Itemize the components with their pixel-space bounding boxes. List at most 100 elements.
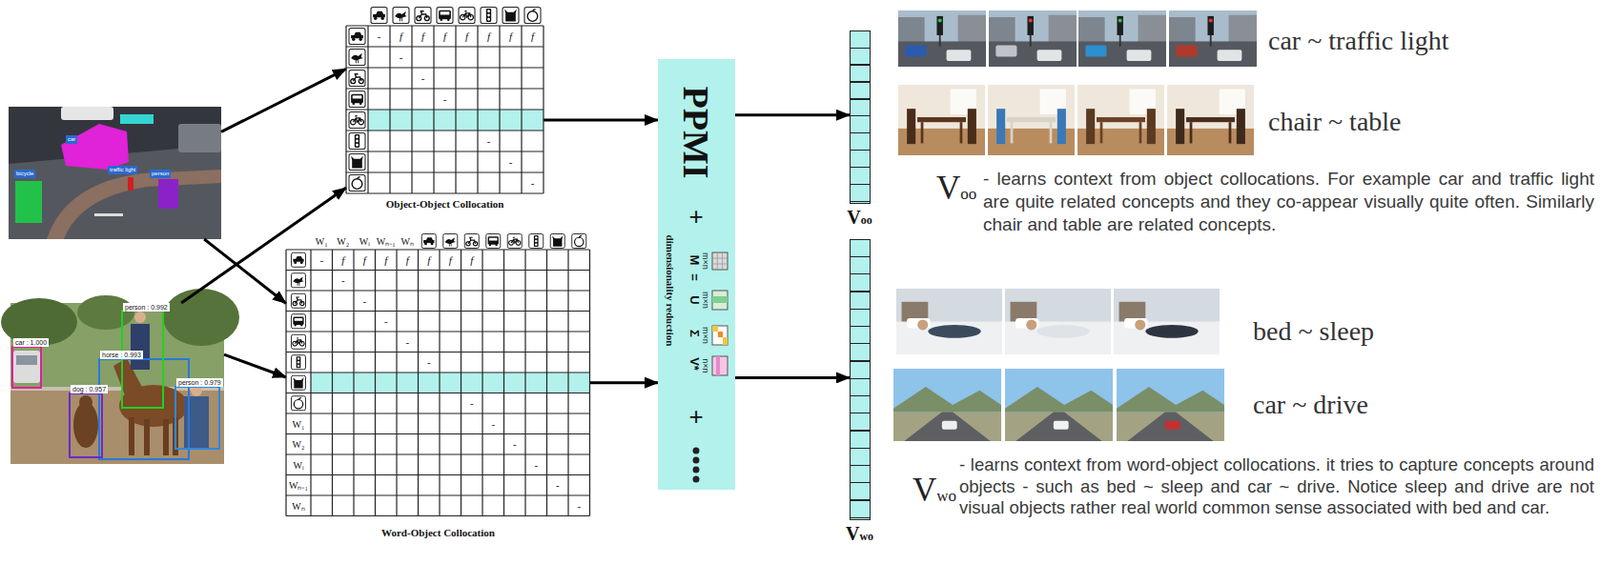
icon-frame (550, 234, 565, 249)
example-caption: chair ~ table (1268, 106, 1402, 138)
icon-glyph (300, 261, 304, 265)
icon-glyph (352, 95, 363, 99)
icon-frame (291, 293, 307, 308)
icon-frame (291, 273, 307, 288)
object-icon (291, 273, 307, 288)
grid-line (721, 252, 723, 270)
icon-glyph (574, 237, 584, 247)
grid-line (520, 25, 522, 194)
photo-shape (1236, 108, 1246, 144)
photo-shape (1010, 122, 1014, 144)
formula-symbol: Σ (687, 329, 702, 338)
matrix-cell: - (384, 315, 389, 328)
matrix-cell: f (470, 254, 473, 267)
detection-photo: person : 0.992car : 1.000horse : 0.993do… (10, 303, 225, 465)
grid-line (346, 129, 544, 131)
object-icon (486, 234, 501, 249)
icon-frame (436, 7, 453, 24)
photo-shape (1134, 319, 1146, 330)
photo-shape (73, 402, 99, 449)
photo-shape (917, 319, 928, 330)
photo-shape (898, 41, 986, 67)
embedding-vector: Vwo (849, 239, 871, 521)
photo-shape (1169, 41, 1257, 67)
word-label: Wₙ₋₁ (376, 234, 396, 248)
object-icon (348, 91, 366, 108)
grid-line (542, 25, 544, 194)
segmentation-photo: cartraffic lightpersonbicycle (8, 106, 222, 240)
grid-line (286, 330, 591, 332)
matrix-cell: - (491, 418, 495, 431)
matrix-cell: f (509, 30, 513, 42)
photo-shape (1057, 108, 1067, 144)
photo-shape (893, 387, 1002, 413)
photo-shape (1005, 387, 1113, 413)
object-icon (291, 252, 307, 267)
icon-frame (348, 70, 366, 87)
photo-shape (1145, 325, 1199, 339)
photo-shape (1175, 108, 1185, 144)
matrix-cell: - (512, 438, 517, 451)
grid-line (498, 25, 500, 194)
icon-glyph (440, 19, 444, 22)
matrix-cell: - (533, 459, 538, 472)
icon-glyph (527, 11, 538, 22)
icon-glyph (293, 261, 297, 265)
ellipsis-dot (693, 448, 700, 455)
word-label: Wₙ (291, 499, 305, 513)
grid-line (286, 310, 591, 312)
icon-glyph (292, 256, 304, 263)
icon-frame (502, 7, 519, 24)
vector-name: Voo (846, 206, 872, 229)
object-icon (392, 7, 410, 24)
icon-frame (348, 49, 366, 66)
detection-tag: person : 0.979 (176, 378, 224, 388)
grid-line (346, 150, 544, 152)
flow-arrow (590, 381, 658, 385)
icon-frame (392, 7, 410, 24)
photo-shape (120, 114, 154, 124)
matrix-cell: f (449, 254, 452, 267)
grid-line (346, 24, 544, 26)
example-caption: car ~ drive (1252, 389, 1369, 421)
photo-shape (917, 117, 966, 123)
matrix-cell: f (384, 254, 388, 267)
icon-frame (529, 234, 544, 249)
photo-shape (1147, 108, 1156, 144)
icon-glyph (552, 235, 563, 247)
grid-line (352, 249, 354, 517)
photo-shape (61, 106, 114, 121)
photo-shape (1127, 412, 1213, 442)
icon-glyph (350, 156, 364, 169)
icon-glyph (357, 177, 361, 180)
photo-shape (946, 49, 972, 62)
photo-shape (1029, 35, 1032, 47)
icon-frame (348, 133, 366, 150)
photo-shape (906, 108, 916, 144)
detection-tag: horse : 0.993 (100, 350, 144, 360)
icon-glyph (359, 37, 363, 41)
photo-shape (1186, 117, 1235, 123)
ppmi-band: PPMI+dimensionality reductionMm×n=Um×nΣm… (657, 59, 736, 491)
icon-glyph (534, 244, 537, 247)
grid-line (286, 453, 591, 455)
embedding-vector: Voo (849, 30, 871, 205)
matrix-cell: - (576, 500, 581, 513)
photo-shape (904, 45, 926, 58)
icon-glyph (489, 238, 497, 242)
matrix-dimension: n×n (700, 358, 711, 373)
segmentation-image (8, 106, 222, 240)
matrix-cell: - (487, 135, 492, 147)
icon-glyph (352, 74, 362, 82)
grid-line (345, 25, 347, 194)
icon-glyph (293, 400, 303, 410)
photo-shape (143, 419, 150, 456)
ellipsis-dot (693, 457, 700, 465)
icon-glyph (298, 398, 302, 401)
photo-shape (995, 45, 1017, 58)
photo-shape (16, 355, 38, 366)
photo-shape (1085, 45, 1107, 58)
icon-glyph (294, 297, 303, 305)
photo-shape (1025, 319, 1037, 330)
icon-glyph (355, 140, 359, 144)
